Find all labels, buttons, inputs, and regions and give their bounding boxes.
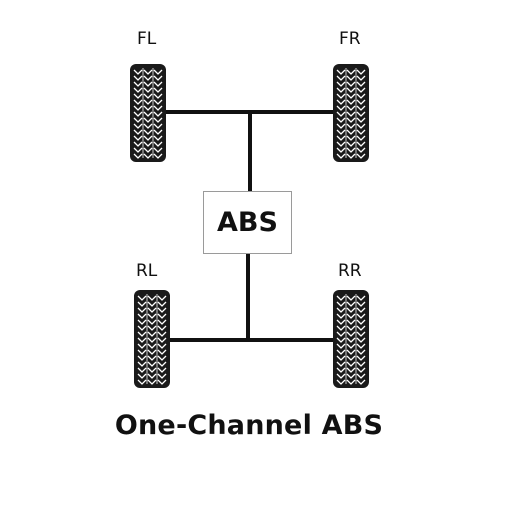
wheel-label-fr: FR: [339, 29, 361, 49]
wheel-label-rr: RR: [338, 261, 362, 281]
tire-rear-right-icon: [333, 290, 369, 388]
abs-unit-box: ABS: [203, 191, 292, 254]
wheel-label-fl: FL: [137, 29, 157, 49]
tire-front-left-icon: [130, 64, 166, 162]
wheel-label-rl: RL: [136, 261, 158, 281]
abs-unit-label: ABS: [217, 207, 278, 238]
tire-front-right-icon: [333, 64, 369, 162]
tire-rear-left-icon: [134, 290, 170, 388]
diagram-title: One-Channel ABS: [114, 410, 384, 441]
